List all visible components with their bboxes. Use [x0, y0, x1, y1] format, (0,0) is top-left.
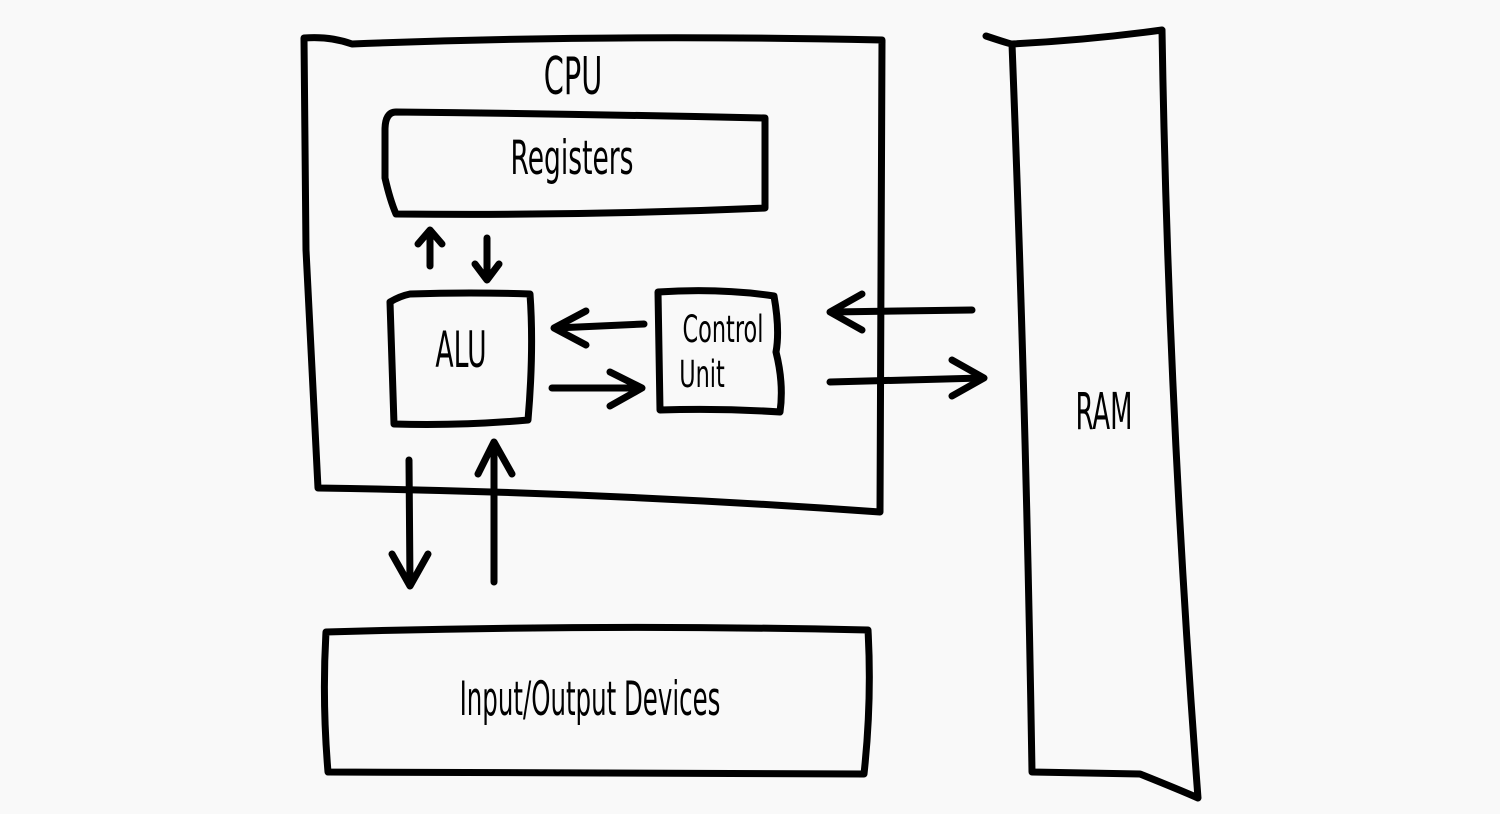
io-devices-label: Input/Output Devices: [460, 671, 721, 726]
alu-label: ALU: [435, 322, 486, 379]
cpu-box: [300, 34, 886, 516]
io-devices-box: [320, 623, 873, 778]
arrow-ram-to-control-unit: [826, 290, 976, 334]
arrow-control-unit-to-alu: [550, 307, 648, 349]
control-unit-label-line1: Control: [683, 308, 764, 352]
arrow-io-devices-to-alu: [474, 438, 516, 586]
arrow-alu-to-io-devices: [388, 456, 432, 590]
arrow-alu-to-registers: [414, 226, 446, 270]
ram-box: [982, 26, 1202, 802]
arrow-alu-to-control-unit: [548, 368, 646, 410]
arrow-registers-to-alu: [471, 234, 503, 284]
ram-label: RAM: [1075, 384, 1132, 442]
alu-box: [386, 289, 536, 428]
registers-box: [381, 108, 769, 218]
control-unit-label-line2: Unit: [679, 353, 725, 397]
registers-label: Registers: [510, 131, 633, 185]
control-unit-box: [654, 287, 785, 416]
cpu-label: CPU: [544, 46, 603, 107]
arrow-control-unit-to-ram: [826, 356, 988, 400]
